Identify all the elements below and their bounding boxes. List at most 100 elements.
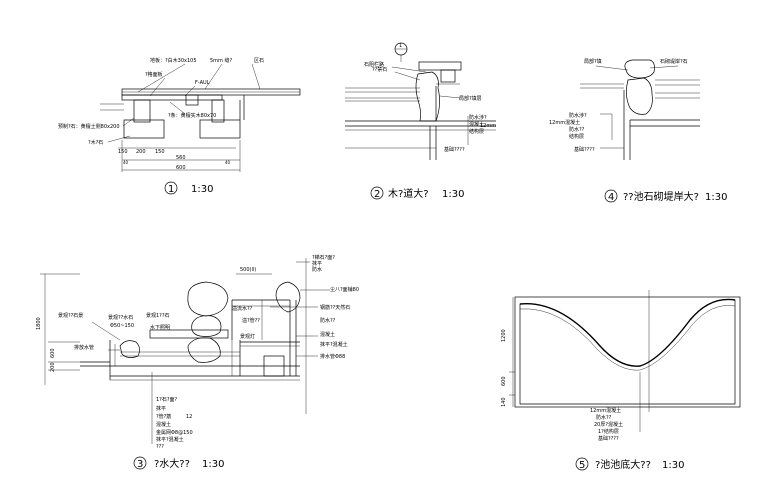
- rock-right: [275, 281, 301, 313]
- label-water-c: 结构层: [469, 128, 484, 135]
- label-mid2: 12mm混凝土: [549, 119, 580, 126]
- label-b2: 防水??: [596, 414, 612, 421]
- label-r1: 尘八?面铺80: [330, 286, 359, 293]
- detail-2-number: 2: [374, 189, 380, 200]
- label-left-stone: 预制?石：黄檀土侧80x200: [58, 123, 120, 130]
- joist: [121, 94, 223, 101]
- detail-4-stone-bank: 局部?填 石砌堤岸?石 防水涉? 12mm混凝土 防水?? 结构层 基础????…: [549, 58, 727, 203]
- label-top-left: 局部?填: [584, 58, 602, 65]
- label-water-b: 混凝土: [469, 121, 484, 128]
- rock-top: [187, 281, 229, 317]
- label-l1: 景观??石景: [58, 312, 83, 319]
- label-l4: 水下照明: [150, 324, 170, 331]
- label-b3: ?管?筋: [156, 413, 171, 420]
- label-wood-stone: ?木?石: [88, 139, 103, 146]
- right-footing: [199, 119, 241, 139]
- label-beam-note: ?条：黄檀实木80x70: [168, 112, 216, 119]
- label-b2: 抹平: [156, 405, 166, 412]
- label-l2: 景观??水石: [108, 314, 133, 321]
- left-footing: [123, 119, 165, 139]
- label-b7: ???: [156, 444, 164, 450]
- label-b3: 20厚?混凝土: [594, 421, 623, 428]
- label-joist: ?格面板: [145, 71, 163, 78]
- label-b3b: 12: [186, 414, 192, 420]
- label-l3: 景观1??石: [146, 312, 170, 319]
- cap-stone: [624, 59, 655, 79]
- detail-5-title: ?池池底大??: [595, 458, 651, 471]
- label-b4: 1?结构层: [598, 428, 619, 435]
- label-l6: 溢?管??: [242, 317, 260, 324]
- rock-bottom: [187, 337, 221, 363]
- detail-4-number-circle: [604, 189, 618, 203]
- dim-560: 560: [176, 155, 186, 161]
- right-post: [211, 99, 225, 123]
- label-top-right: 石砌堤岸?石: [660, 58, 688, 65]
- dim-v1: 1200: [501, 329, 507, 342]
- detail-3-number-circle: [133, 456, 147, 470]
- detail-5-pool-bottom: 1200 600 140 12mm混凝土 防水?? 20厚?混凝土 1?结构层 …: [501, 290, 741, 471]
- label-r4: 混凝土: [320, 331, 335, 338]
- label-deck-board: 地板：?白木30x105: [150, 57, 197, 64]
- detail-2-boardwalk-detail: 1 石阻栏路 ??禁石 局部?填层 防水涉? 混凝土 结构层 12mm 基础??…: [345, 42, 496, 200]
- dim-v1: 1800: [36, 317, 42, 330]
- label-b5: 基础????: [598, 435, 619, 442]
- label-r3: 防水??: [320, 317, 336, 324]
- label-b4: 混凝土: [156, 421, 171, 428]
- detail-2-number-circle: [370, 186, 384, 200]
- dim-v3: 140: [501, 397, 507, 407]
- dim-v3: 200: [50, 362, 56, 372]
- label-r2: 钢筋??天然石: [320, 304, 350, 311]
- label-top3: 防水: [312, 266, 322, 273]
- dim-150a: 150: [118, 149, 128, 155]
- label-l5: 溢流水??: [232, 305, 253, 312]
- detail-4-title: ??池石砌堤岸大?: [623, 190, 699, 203]
- label-top2: 抹平: [312, 260, 322, 267]
- detail-3-scale: 1:30: [202, 459, 224, 470]
- label-top1: ?梯石?面?: [312, 254, 335, 261]
- detail-3-number: 3: [137, 459, 143, 470]
- dim-top: 500(ll): [240, 267, 256, 273]
- pool-frame: [514, 296, 741, 408]
- label-r6: 排水管Φ88: [320, 353, 345, 360]
- detail-3-title: ?水大??: [154, 457, 190, 470]
- detail-1-scale: 1:30: [191, 184, 213, 195]
- label-crossbeam: F-AUL: [195, 80, 210, 86]
- deck-slab: [418, 61, 462, 71]
- label-b1: 12mm混凝土: [590, 407, 621, 414]
- pump-box: [263, 355, 285, 377]
- dim-v2: 600: [501, 376, 507, 386]
- dim-40a: 40: [123, 160, 129, 165]
- label-right-mid: 局部?填层: [459, 95, 482, 102]
- label-l2b: Φ50~150: [110, 323, 134, 329]
- left-post: [133, 99, 151, 123]
- label-b1: 1?石?面?: [156, 397, 177, 403]
- detail-4-scale: 1:30: [705, 192, 727, 203]
- bank-stone: [626, 77, 653, 115]
- dim-v2: 600: [50, 348, 56, 358]
- detail-2-title: 木?道大?: [388, 187, 429, 200]
- label-mid1: 防水涉?: [569, 112, 587, 119]
- dim-150b: 150: [155, 149, 165, 155]
- pool-bottom-hatch: [519, 299, 736, 405]
- detail-5-number: 5: [579, 460, 585, 471]
- section-marker: 1: [399, 43, 402, 49]
- label-top-left: 石阻栏路: [364, 61, 384, 68]
- label-r5: 抹平?混凝土: [320, 341, 348, 348]
- label-mid4: 结构层: [569, 133, 584, 140]
- label-left-mid: ??禁石: [372, 67, 387, 73]
- dim-40b: 40: [225, 160, 231, 165]
- label-l7: 景观灯: [240, 333, 255, 340]
- label-water-top: 防水涉?: [469, 114, 487, 121]
- detail-3-water-feature: 1800 600 200 500(ll) ?: [36, 254, 359, 470]
- detail-1-number: 1: [168, 184, 174, 195]
- detail-4-number: 4: [608, 192, 614, 203]
- detail-2-scale: 1:30: [442, 189, 464, 200]
- label-gap: 5mm 缝?: [210, 57, 233, 64]
- dim-200: 200: [136, 149, 146, 155]
- detail-5-scale: 1:30: [662, 460, 684, 471]
- label-bottom: 基础????: [444, 146, 465, 153]
- detail-5-number-circle: [575, 457, 589, 471]
- detail-1-number-circle: [164, 181, 178, 195]
- label-bottom: 基础????: [574, 146, 595, 153]
